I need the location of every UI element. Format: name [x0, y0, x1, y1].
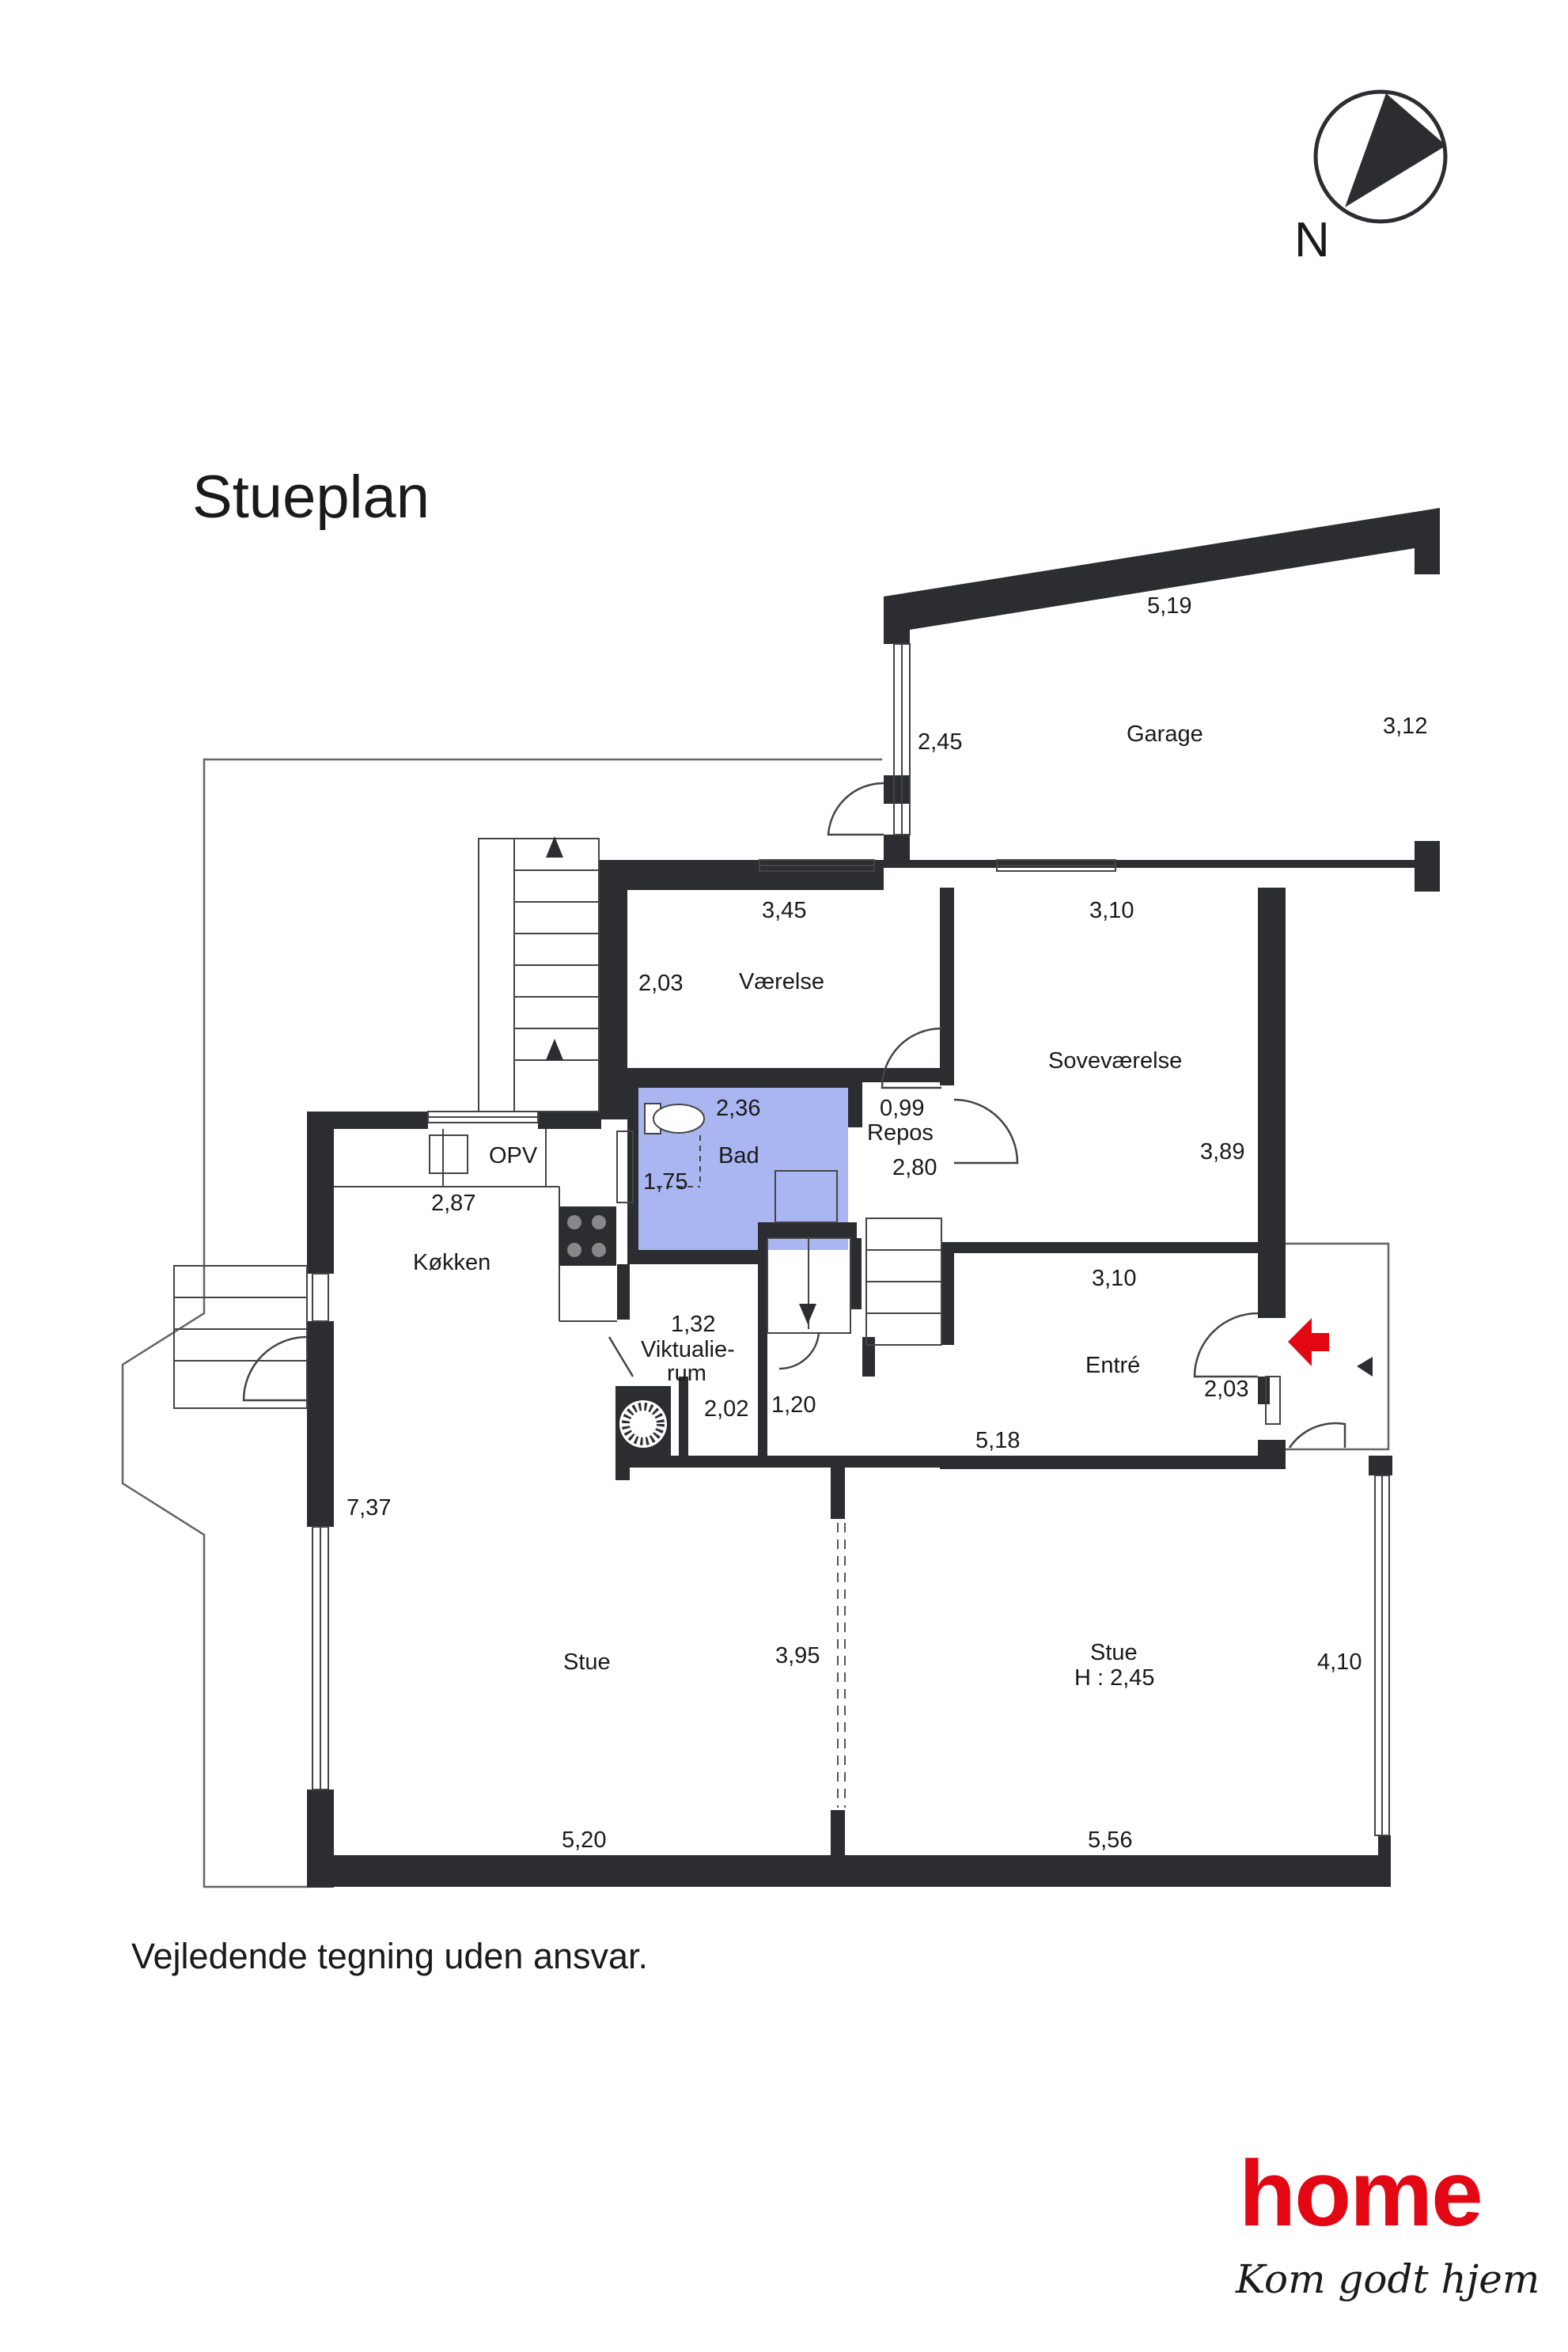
dim-stue-divider: 3,95 [775, 1643, 820, 1668]
dim-sovevaerelse-width: 3,10 [1089, 898, 1134, 923]
dim-vaerelse-width: 3,45 [762, 898, 806, 923]
room-label-opv: OPV [489, 1143, 538, 1168]
windows [312, 643, 1390, 1836]
dim-bad-height: 1,75 [643, 1169, 687, 1195]
fireplace-icon [615, 1386, 671, 1456]
room-label-vaerelse: Værelse [739, 969, 824, 994]
brand-logo: home [1239, 2142, 1483, 2246]
dim-stue-right-width: 5,56 [1088, 1827, 1132, 1853]
dim-garage-height: 3,12 [1383, 714, 1427, 739]
terrace-outline [121, 758, 882, 1888]
toilet-icon [644, 1103, 705, 1187]
compass-icon [1313, 89, 1448, 224]
dim-garage-width: 5,19 [1147, 593, 1191, 619]
brand-tagline: Kom godt hjem [1236, 2256, 1540, 2302]
room-label-stue-right: Stue [1090, 1640, 1138, 1665]
room-label-repos: Repos [867, 1120, 934, 1146]
dim-bad-width: 2,36 [716, 1096, 760, 1121]
room-label-entre: Entré [1085, 1353, 1140, 1378]
dim-repos-width: 0,99 [880, 1096, 924, 1121]
dim-repos-length: 2,80 [892, 1155, 937, 1180]
dim-entre-height: 2,03 [1204, 1377, 1248, 1402]
walls [307, 508, 1440, 1888]
room-label-sovevaerelse: Soveværelse [1048, 1048, 1182, 1074]
dim-stue-left-height: 7,37 [347, 1495, 391, 1521]
compass-north-label: N [1294, 213, 1330, 267]
dim-sovevaerelse-height: 3,89 [1200, 1139, 1244, 1165]
stairs [173, 838, 942, 1409]
stove-icon [559, 1206, 616, 1266]
dim-entre-length: 5,18 [975, 1428, 1020, 1453]
entry-porch-outline [1264, 1242, 1390, 1451]
dim-stair-width: 1,20 [771, 1392, 816, 1418]
room-label-stue-left: Stue [563, 1649, 611, 1675]
room-label-viktualie-1: Viktualie- [641, 1337, 735, 1362]
page-title: Stueplan [192, 464, 430, 531]
room-label-bad: Bad [718, 1143, 759, 1168]
disclaimer-text: Vejledende tegning uden ansvar. [131, 1936, 649, 1976]
room-label-garage: Garage [1127, 722, 1203, 747]
doors [242, 782, 1346, 1449]
dim-stue-right-height: 4,10 [1317, 1649, 1362, 1675]
dim-viktualie-height: 2,02 [704, 1396, 748, 1422]
dim-viktualie-width: 1,32 [671, 1312, 715, 1337]
dim-koekken-width: 2,87 [431, 1191, 475, 1216]
dim-stue-left-width: 5,20 [562, 1827, 606, 1853]
room-label-viktualie-2: rum [667, 1361, 706, 1386]
room-label-koekken: Køkken [413, 1250, 490, 1275]
room-label-stue-right-height: H : 2,45 [1074, 1665, 1155, 1691]
dim-garage-left: 2,45 [918, 729, 962, 755]
dim-entre-width: 3,10 [1092, 1266, 1136, 1291]
dim-vaerelse-height: 2,03 [638, 971, 683, 996]
entry-arrow-icon [1288, 1318, 1329, 1366]
